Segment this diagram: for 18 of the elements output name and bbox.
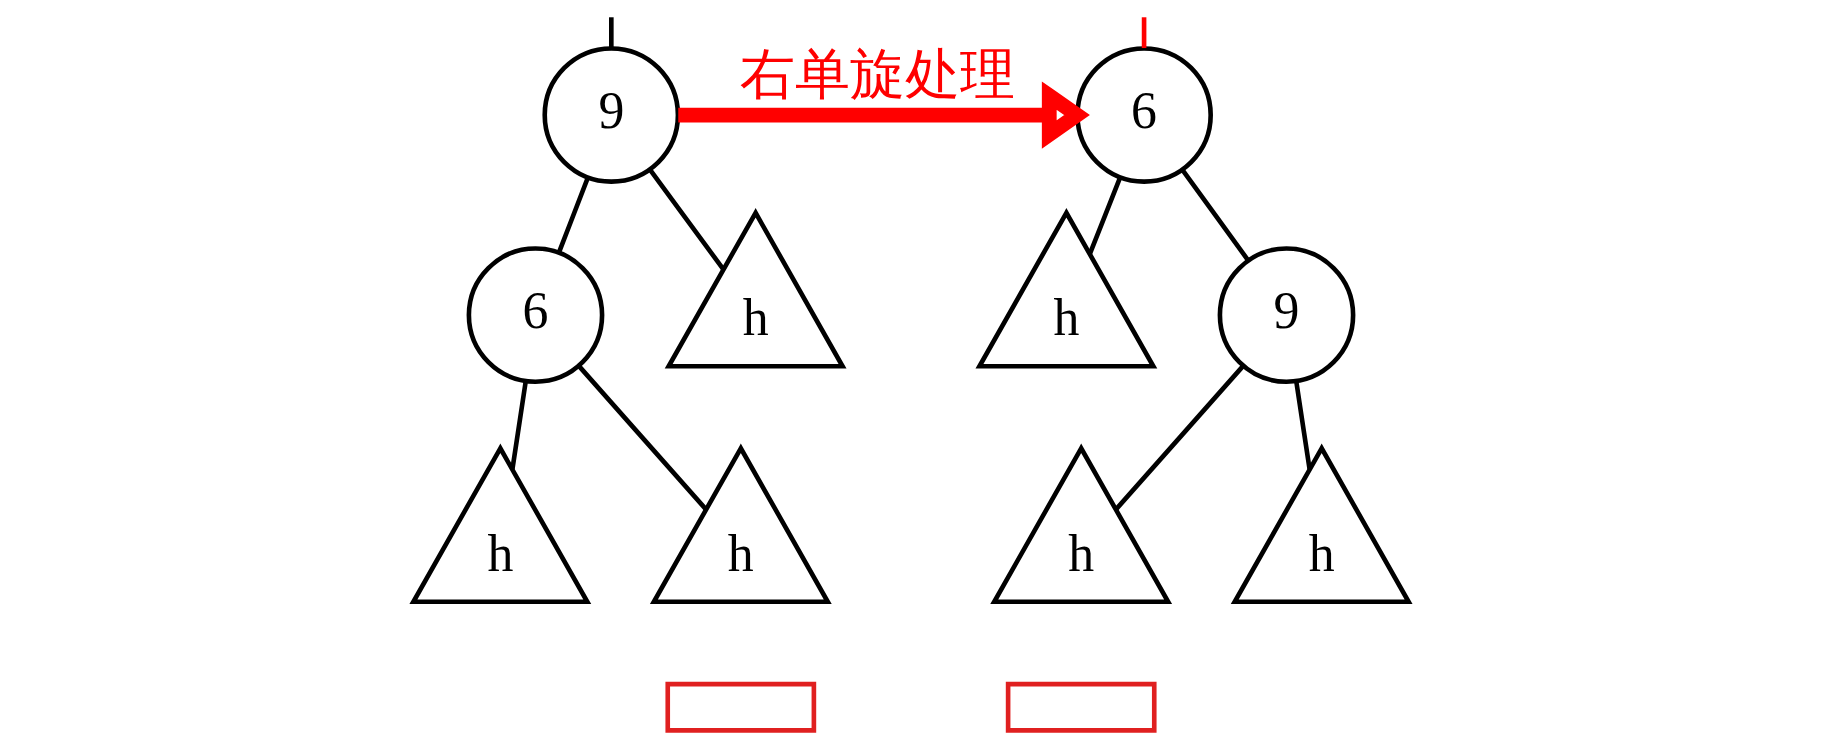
node-box (1005, 681, 1157, 733)
connector (556, 176, 590, 254)
connector (647, 168, 725, 271)
node-circle: 9 (541, 46, 680, 184)
node-circle: 9 (1217, 246, 1355, 384)
arrow (677, 81, 1090, 149)
edge-label: 右单旋处理 (739, 40, 1015, 106)
connector (1141, 17, 1146, 49)
node-circle: 6 (1074, 46, 1213, 184)
connector (509, 381, 528, 470)
node-circle: 6 (466, 246, 604, 384)
connector (1180, 168, 1250, 262)
connector (608, 17, 614, 49)
connector (1293, 381, 1312, 470)
connector (1087, 176, 1122, 255)
connector (576, 364, 707, 511)
connector (1114, 364, 1245, 511)
node-box (664, 681, 816, 733)
